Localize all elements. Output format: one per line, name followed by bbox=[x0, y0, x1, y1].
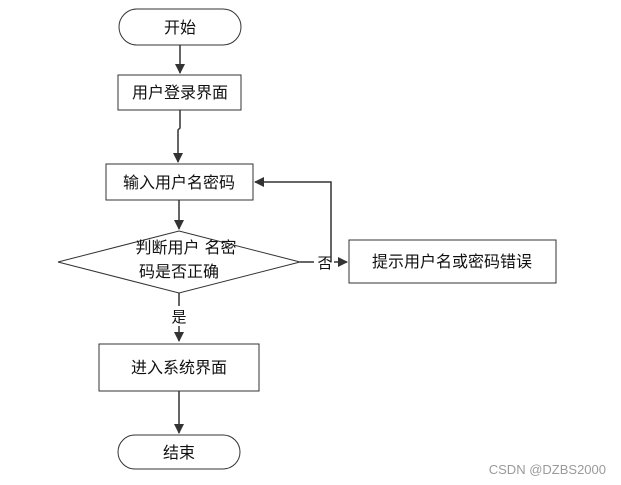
edge-login-input bbox=[173, 110, 183, 163]
no-label: 否 bbox=[317, 254, 332, 272]
yes-label-bg bbox=[168, 306, 190, 326]
decision-label-line1: 判断用户 名密 bbox=[135, 238, 236, 257]
login-page-node: 用户登录界面 bbox=[117, 74, 242, 111]
input-credentials-node: 输入用户名密码 bbox=[105, 163, 254, 201]
decision-label-line2: 码是否正确 bbox=[139, 262, 219, 281]
no-label-bg bbox=[314, 252, 334, 272]
start-node: 开始 bbox=[118, 8, 242, 46]
watermark: CSDN @DZBS2000 bbox=[489, 462, 606, 477]
end-node: 结束 bbox=[117, 434, 241, 470]
input-credentials-label: 输入用户名密码 bbox=[123, 173, 235, 192]
enter-system-label: 进入系统界面 bbox=[131, 358, 227, 377]
edge-loop-back bbox=[254, 177, 332, 262]
error-prompt-label: 提示用户名或密码错误 bbox=[372, 252, 532, 271]
decision-node: 判断用户 名密 码是否正确 bbox=[57, 230, 301, 294]
end-label: 结束 bbox=[163, 443, 195, 462]
error-prompt-node: 提示用户名或密码错误 bbox=[348, 239, 557, 284]
login-page-label: 用户登录界面 bbox=[132, 83, 228, 102]
enter-system-node: 进入系统界面 bbox=[98, 343, 260, 392]
yes-label: 是 bbox=[171, 308, 186, 326]
start-label: 开始 bbox=[164, 18, 196, 37]
